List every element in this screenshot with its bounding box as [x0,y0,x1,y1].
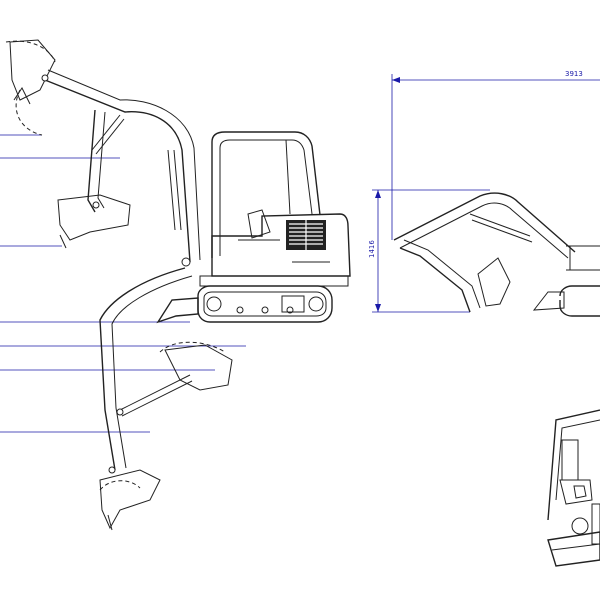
engine-vent-grille [286,220,326,250]
raised-boom-upper [9,39,201,267]
lowered-boom-lower [99,267,233,531]
overall-length-label: 3913 [565,70,583,78]
reach-envelope [5,40,226,491]
working-range-lines [0,134,246,433]
excavator-main-body [156,131,351,324]
side-view-transport: 3913 1416 [368,70,600,317]
height-label: 1416 [368,240,376,258]
front-view [547,409,600,567]
